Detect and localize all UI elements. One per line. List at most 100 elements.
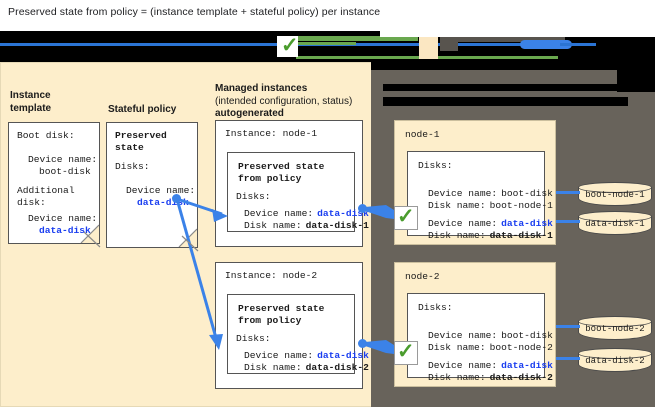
node1-name: node-1 xyxy=(405,129,440,140)
band-blue-pill xyxy=(520,40,572,49)
mi1-disk-name-row: Disk name:data-disk-1 xyxy=(244,215,369,233)
it-boot-device-name-value: boot-disk xyxy=(39,166,91,177)
sp-device-name-value: data-disk xyxy=(137,197,189,208)
mi1-device-name-label: Device name: xyxy=(244,208,314,219)
heading-instance-template-text: Instance template xyxy=(10,90,52,114)
node2-boot-device-name-value: boot-disk xyxy=(501,330,553,341)
node2-boot-device-name-label: Device name: xyxy=(428,330,498,341)
it-boot-device-name-label: Device name: xyxy=(28,154,98,165)
mi2-disk-name-label: Disk name: xyxy=(244,362,302,373)
disk-cylinder-data-disk-2: data-disk-2 xyxy=(578,348,652,374)
node2-data-disk-name-value: data-disk-2 xyxy=(489,372,553,383)
heading-stateful-policy: Stateful policy xyxy=(108,104,176,117)
node1-disks-label: Disks: xyxy=(418,160,453,171)
cylinder-top xyxy=(578,316,652,327)
node2-boot-disk-row: Disk name:boot-node-2 xyxy=(428,337,553,355)
redacted-header-band: ✓ xyxy=(0,31,655,62)
mi2-device-name-row: Device name:data-disk xyxy=(244,345,369,363)
node1-boot-disk-row: Disk name:boot-node-1 xyxy=(428,195,553,213)
node2-disks-box: Disks: Device name:boot-disk Disk name:b… xyxy=(407,293,553,383)
mi1-device-name-row: Device name:data-disk xyxy=(244,203,369,221)
connector-boot-node-2 xyxy=(556,325,580,328)
connector-dot-stateful-policy xyxy=(172,194,181,203)
band-white-gap xyxy=(380,31,655,37)
disk-label-data-disk-1: data-disk-1 xyxy=(585,219,645,229)
disk-label-boot-node-2: boot-node-2 xyxy=(585,324,645,334)
status-badge-node-1: ✓ xyxy=(394,205,418,230)
connector-data-disk-1 xyxy=(556,220,580,223)
disk-cylinder-boot-node-1: boot-node-1 xyxy=(578,182,652,208)
node1-data-device-name-value: data-disk xyxy=(501,218,553,229)
green-check-icon: ✓ xyxy=(397,340,415,363)
cylinder-top xyxy=(578,348,652,359)
cylinder-top xyxy=(578,182,652,193)
heading-managed-instances: Managed instances (intended configuratio… xyxy=(215,83,352,121)
redaction-bar-3 xyxy=(383,86,389,90)
instance-template-box: Boot disk: Device name: boot-disk Additi… xyxy=(8,122,100,244)
right-panel-top-redaction xyxy=(371,62,655,70)
mi1-disk-name-value: data-disk-1 xyxy=(305,220,369,231)
mi2-instance-label: Instance: node-2 xyxy=(225,270,318,281)
node2-data-device-row: Device name:data-disk xyxy=(428,355,553,373)
heading-managed-instances-line3: autogenerated xyxy=(215,108,284,119)
node2-boot-device-row: Device name:boot-disk xyxy=(428,325,553,343)
node2-disks-label: Disks: xyxy=(418,302,453,313)
mi2-disk-name-row: Disk name:data-disk-2 xyxy=(244,357,369,375)
sp-disks-label: Disks: xyxy=(115,161,150,172)
connector-dot-node-2 xyxy=(358,339,367,348)
node2-boot-disk-name-value: boot-node-2 xyxy=(489,342,553,353)
managed-instance-box-node-1: Instance: node-1 Preserved state from po… xyxy=(215,120,369,247)
it-additional-disk-label: Additional disk: xyxy=(17,185,75,208)
node-box-node-1: node-1 Disks: Device name:boot-disk Disk… xyxy=(394,120,556,245)
heading-managed-instances-line2: (intended configuration, status) xyxy=(215,95,353,107)
band-check-badge xyxy=(277,36,298,57)
connector-boot-node-1 xyxy=(556,191,580,194)
node1-data-disk-name-label: Disk name: xyxy=(428,230,486,241)
heading-managed-instances-line1: Managed instances xyxy=(215,83,308,94)
it-boot-disk-label: Boot disk: xyxy=(17,130,75,141)
node1-data-disk-name-value: data-disk-1 xyxy=(489,230,553,241)
node2-data-device-name-label: Device name: xyxy=(428,360,498,371)
disk-label-data-disk-2: data-disk-2 xyxy=(585,356,645,366)
mi2-disks-label: Disks: xyxy=(236,333,271,344)
node2-data-disk-row: Disk name:data-disk-2 xyxy=(428,367,553,385)
mi2-device-name-value: data-disk xyxy=(317,350,369,361)
diagram-caption: Preserved state from policy = (instance … xyxy=(8,6,381,18)
node1-data-device-name-label: Device name: xyxy=(428,218,498,229)
stateful-policy-box: Preserved state Disks: Device name: data… xyxy=(106,122,198,248)
redaction-bar-2 xyxy=(383,97,628,106)
connector-dot-node-1 xyxy=(358,204,367,213)
mi1-instance-label: Instance: node-1 xyxy=(225,128,318,139)
band-check-icon: ✓ xyxy=(281,34,299,57)
band-green-bar-1 xyxy=(296,36,418,41)
node1-boot-device-row: Device name:boot-disk xyxy=(428,183,553,201)
disk-cylinder-data-disk-1: data-disk-1 xyxy=(578,211,652,237)
node1-boot-disk-name-value: boot-node-1 xyxy=(489,200,553,211)
it-additional-device-name-label: Device name: xyxy=(28,213,98,224)
band-blue-rule-2 xyxy=(560,43,596,46)
band-cream-block xyxy=(419,35,438,59)
mi2-disk-name-value: data-disk-2 xyxy=(305,362,369,373)
node1-data-device-row: Device name:data-disk xyxy=(428,213,553,231)
connector-data-disk-2 xyxy=(556,357,580,360)
band-gray-bar-2 xyxy=(440,42,458,51)
node1-disks-box: Disks: Device name:boot-disk Disk name:b… xyxy=(407,151,553,241)
node2-data-disk-name-label: Disk name: xyxy=(428,372,486,383)
node1-boot-disk-name-label: Disk name: xyxy=(428,200,486,211)
disk-cylinder-boot-node-2: boot-node-2 xyxy=(578,316,652,342)
band-green-bar-2 xyxy=(296,42,356,45)
it-additional-device-name-value: data-disk xyxy=(39,225,91,236)
mi1-disk-name-label: Disk name: xyxy=(244,220,302,231)
status-badge-node-2: ✓ xyxy=(394,340,418,365)
mi2-device-name-label: Device name: xyxy=(244,350,314,361)
mi1-preserved-title: Preserved state from policy xyxy=(238,161,325,184)
node2-boot-disk-name-label: Disk name: xyxy=(428,342,486,353)
redaction-bar-4 xyxy=(617,62,655,92)
heading-instance-template: Instance template xyxy=(10,90,51,115)
redaction-bar-1 xyxy=(383,84,617,91)
node1-boot-device-name-label: Device name: xyxy=(428,188,498,199)
node1-data-disk-row: Disk name:data-disk-1 xyxy=(428,225,553,243)
mi2-preserved-state-box: Preserved state from policy Disks: Devic… xyxy=(227,294,369,374)
mi1-disks-label: Disks: xyxy=(236,191,271,202)
stateful-policy-fold-icon xyxy=(178,228,197,247)
